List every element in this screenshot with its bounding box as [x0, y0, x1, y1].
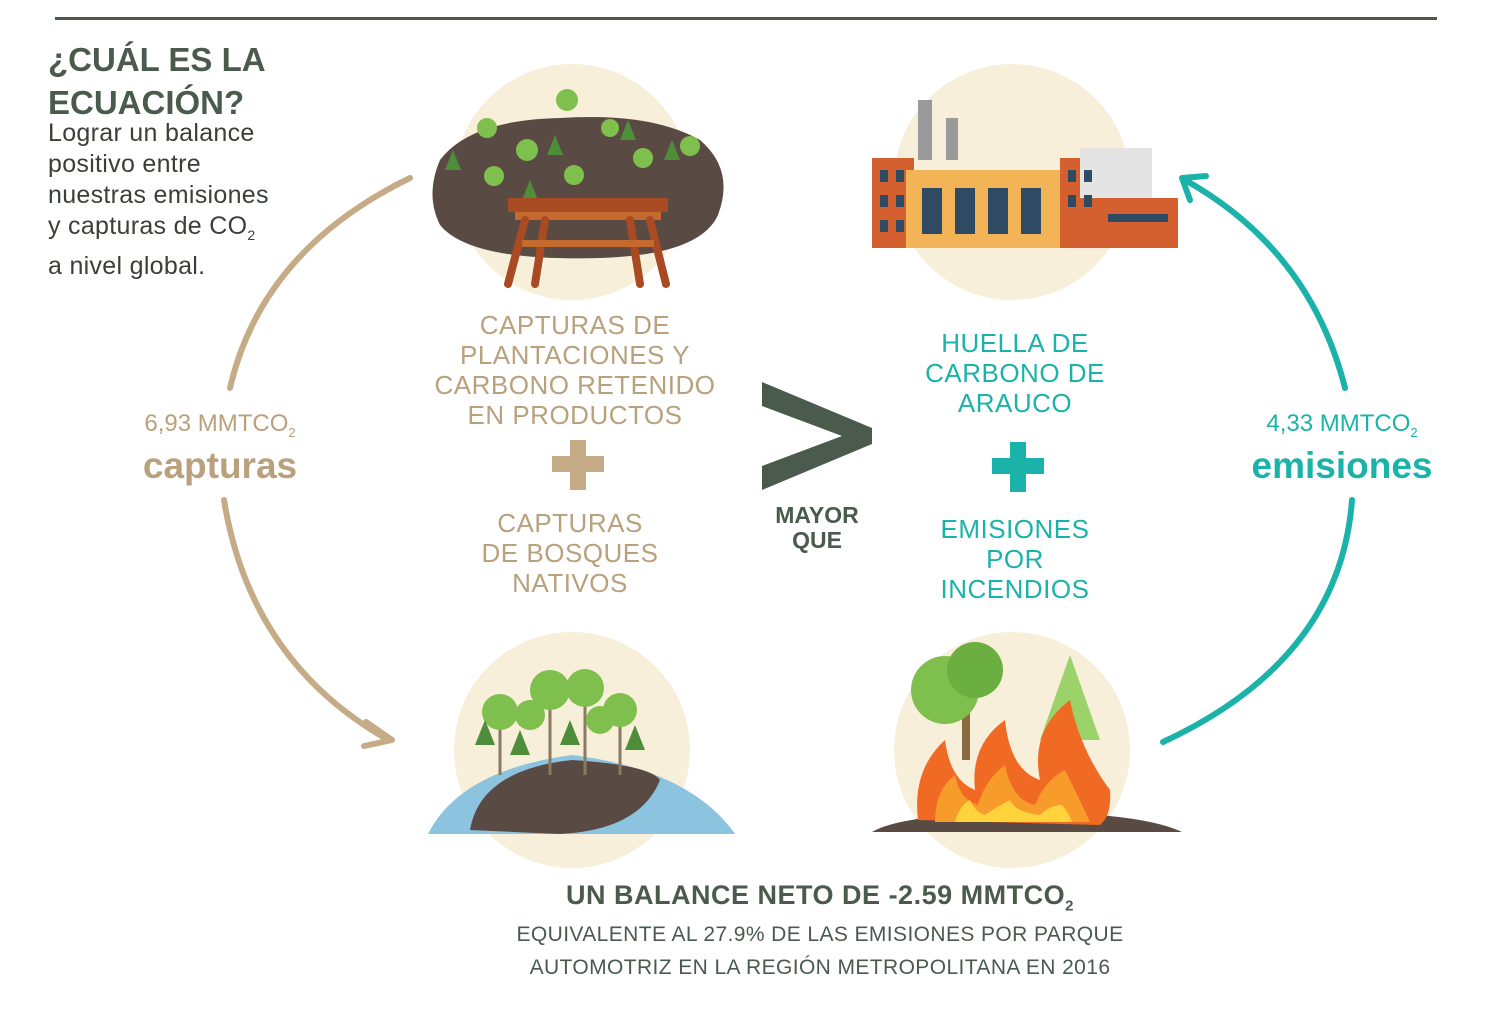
native-forest-label: CAPTURAS DE BOSQUES NATIVOS [440, 508, 700, 598]
label-line: EN PRODUCTOS [467, 400, 683, 430]
co2-subscript: 2 [1410, 424, 1418, 440]
emissions-amount-value: 4,33 MMTCO [1266, 410, 1411, 437]
question-line: y capturas de CO2 [48, 211, 318, 251]
emissions-amount: 4,33 MMTCO2 [1222, 410, 1462, 447]
label-line: HUELLA DE [941, 328, 1089, 358]
top-divider [55, 17, 1437, 20]
emissions-word: emisiones [1251, 445, 1433, 486]
plantation-table-icon [432, 64, 724, 300]
label-line: DE BOSQUES [481, 538, 659, 568]
plus-icon [992, 442, 1044, 492]
label-line: ARAUCO [957, 388, 1073, 418]
fire-emissions-label: EMISIONES POR INCENDIOS [880, 514, 1150, 604]
forest-fire-icon [872, 632, 1182, 868]
captures-word: capturas [142, 445, 298, 486]
footprint-label: HUELLA DE CARBONO DE ARAUCO [880, 328, 1150, 418]
net-balance-text: UN BALANCE NETO DE -2.59 MMTCO [566, 880, 1066, 910]
equivalence-note: EQUIVALENTE AL 27.9% DE LAS EMISIONES PO… [516, 923, 1124, 979]
label-line: INCENDIOS [940, 574, 1090, 604]
question-line: Lograr un balance [48, 119, 255, 147]
greater-than-icon [762, 382, 872, 490]
captures-cycle-arrow-icon [221, 175, 413, 749]
co2-subscript: 2 [1065, 897, 1074, 915]
question-line: positivo entre [48, 150, 201, 178]
label-line: CAPTURAS [497, 508, 643, 538]
comparator-text: MAYOR QUE [775, 502, 859, 553]
captures-amount-value: 6,93 MMTCO [144, 410, 289, 437]
factory-icon [872, 64, 1178, 300]
label-line: CARBONO RETENIDO [434, 370, 716, 400]
question-body: Lograr un balance positivo entre nuestra… [48, 118, 318, 282]
label-line: POR [986, 544, 1044, 574]
label-line: PLANTACIONES Y [460, 340, 690, 370]
label-line: CAPTURAS DE [479, 310, 671, 340]
question-title: ¿CUÁL ES LA ECUACIÓN? [48, 41, 266, 121]
plantations-label: CAPTURAS DE PLANTACIONES Y CARBONO RETEN… [420, 310, 730, 430]
label-line: NATIVOS [512, 568, 628, 598]
label-line: EMISIONES [940, 514, 1090, 544]
native-forest-icon [428, 632, 735, 868]
co2-subscript: 2 [288, 424, 296, 440]
question-line-text: y capturas de CO [48, 212, 248, 240]
captures-amount: 6,93 MMTCO2 [100, 410, 340, 447]
emissions-cycle-arrow-icon [1160, 173, 1355, 745]
net-balance: UN BALANCE NETO DE -2.59 MMTCO2 [300, 880, 1340, 914]
label-line: CARBONO DE [925, 358, 1105, 388]
plus-icon [552, 440, 604, 490]
co2-subscript: 2 [247, 227, 256, 243]
question-line: nuestras emisiones [48, 181, 269, 209]
question-line: a nivel global. [48, 252, 206, 280]
